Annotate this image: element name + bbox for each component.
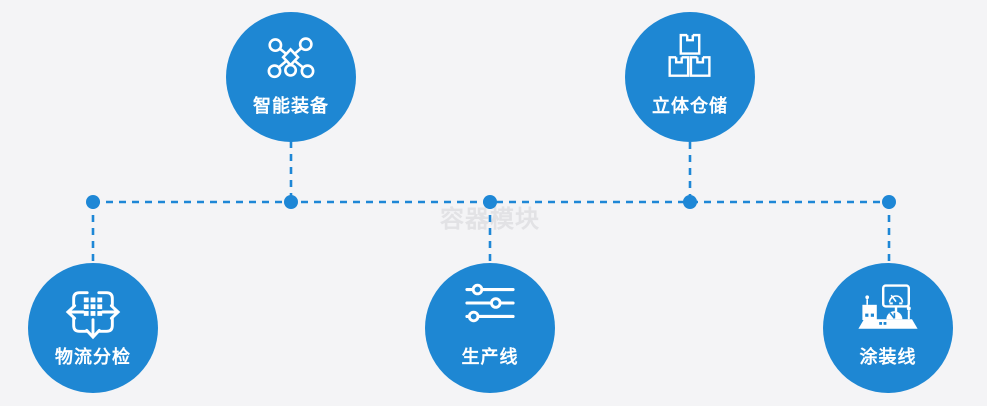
node-label: 生产线 — [461, 347, 519, 368]
junction-dot — [86, 195, 100, 209]
node-production-line: 生产线 — [425, 263, 555, 393]
network-nodes-icon — [267, 37, 315, 79]
node-logistics-sorting: 物流分检 — [28, 263, 158, 393]
junction-dot — [483, 195, 497, 209]
control-station-icon — [858, 284, 918, 329]
junction-dot — [284, 195, 298, 209]
node-label: 立体仓储 — [652, 96, 728, 117]
node-label: 涂装线 — [859, 347, 917, 368]
sliders-icon — [465, 283, 515, 323]
node-painting-line: 涂装线 — [823, 263, 953, 393]
junction-dot — [882, 195, 896, 209]
node-label: 智能装备 — [253, 96, 329, 117]
junction-dot — [683, 195, 697, 209]
node-label: 物流分检 — [55, 347, 131, 368]
node-stereoscopic-warehouse: 立体仓储 — [625, 12, 755, 142]
sorting-arrows-icon — [65, 291, 121, 340]
node-smart-equipment: 智能装备 — [226, 12, 356, 142]
stacked-boxes-icon — [668, 33, 711, 77]
